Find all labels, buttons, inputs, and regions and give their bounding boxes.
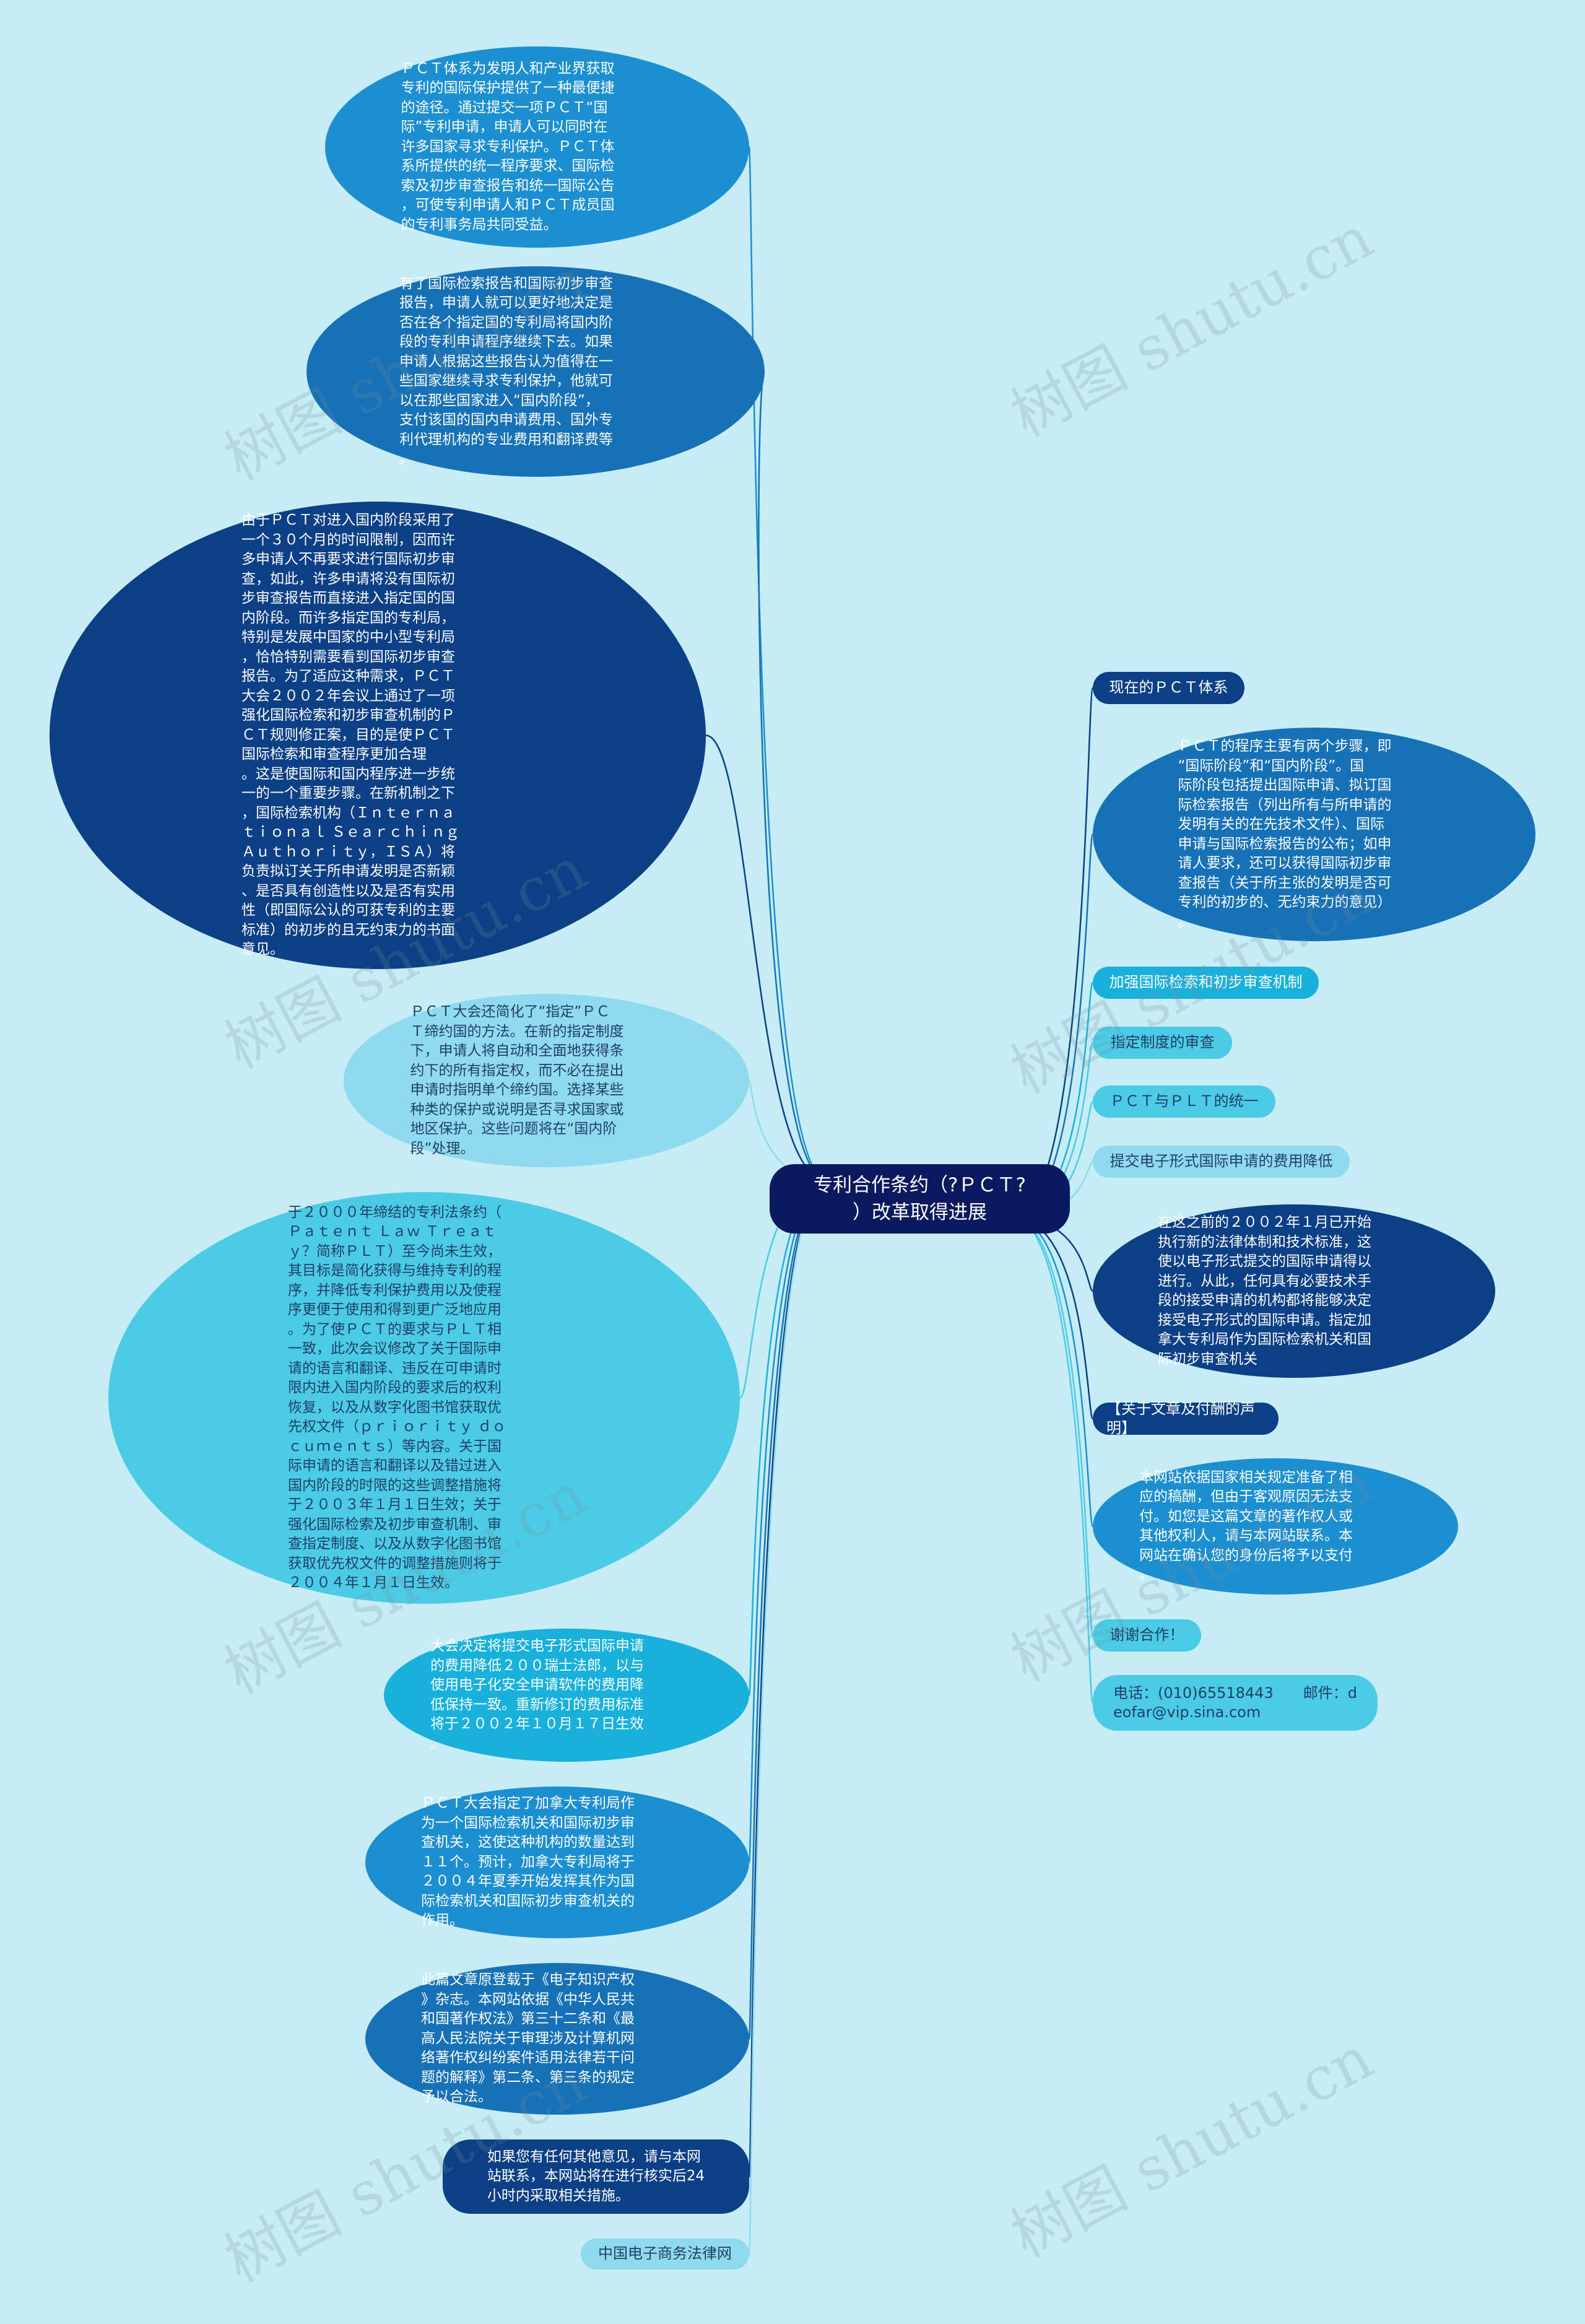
right-node-label: ＰＣＴ的程序主要有两个步骤，即 “国际阶段”和“国内阶段”。国 际阶段包括提出国… xyxy=(1178,738,1392,930)
left-node-label: ＰＣＴ大会还简化了“指定”ＰＣ Ｔ缔约国的方法。在新的指定制度 下，申请人将自动… xyxy=(410,1004,624,1157)
right-node-label: 【关于文章及付酬的声明】 xyxy=(1106,1399,1255,1437)
left-node-label: ＰＣＴ大会指定了加拿大专利局作 为一个国际检索机关和国际初步审 查机关，这使这种… xyxy=(421,1795,635,1929)
connector-line-11 xyxy=(1012,833,1094,1219)
right-node-label: 本网站依据国家相关规定准备了相 应的稿酬，但由于客观原因无法支 付。如您是这篇文… xyxy=(1139,1469,1353,1583)
connector-line-0 xyxy=(748,146,827,1182)
left-node-canada-office[interactable]: ＰＣＴ大会指定了加拿大专利局作 为一个国际检索机关和国际初步审 查机关，这使这种… xyxy=(365,1787,749,1938)
left-node-reports[interactable]: 有了国际检索报告和国际初步审查 报告，申请人就可以更好地决定是 否在各个指定国的… xyxy=(306,266,765,477)
right-node-current-pct[interactable]: 现在的ＰＣＴ体系 xyxy=(1093,672,1244,704)
central-topic-label: 专利合作条约（?ＰＣＴ? ）改革取得进展 xyxy=(814,1174,1026,1224)
left-node-label: 有了国际检索报告和国际初步审查 报告，申请人就可以更好地决定是 否在各个指定国的… xyxy=(399,275,613,468)
right-node-label: 加强国际检索和初步审查机制 xyxy=(1109,973,1303,991)
left-node-source-link[interactable]: 中国电子商务法律网 xyxy=(581,2239,749,2270)
right-node-label: 谢谢合作！ xyxy=(1110,1626,1184,1644)
right-node-thanks[interactable]: 谢谢合作！ xyxy=(1093,1619,1201,1652)
left-node-label: 如果您有任何其他意见，请与本网 站联系，本网站将在进行核实后24 小时内采取相关… xyxy=(487,2148,705,2204)
left-node-label: 由于ＰＣＴ对进入国内阶段采用了 一个３０个月的时间限制，因而许 多申请人不再要求… xyxy=(241,512,460,958)
left-node-label: 大会决定将提交电子形式国际申请 的费用降低２００瑞士法郎，以与 使用电子化安全申… xyxy=(430,1638,644,1752)
connector-line-18 xyxy=(1012,1216,1094,1528)
right-node-remuneration-statement[interactable]: 【关于文章及付酬的声明】 xyxy=(1093,1400,1279,1437)
left-node-fee-reduction[interactable]: 大会决定将提交电子形式国际申请 的费用降低２００瑞士法郎，以与 使用电子化安全申… xyxy=(384,1629,749,1762)
right-node-label: 提交电子形式国际申请的费用降低 xyxy=(1110,1152,1333,1170)
connector-line-20 xyxy=(1012,1216,1094,1704)
left-node-label: 此篇文章原登载于《电子知识产权 》杂志。本网站依据《中华人民共 和国著作权法》第… xyxy=(421,1972,635,2105)
left-node-label: 中国电子商务法律网 xyxy=(598,2245,732,2263)
right-node-designation-review[interactable]: 指定制度的审查 xyxy=(1093,1027,1232,1059)
left-node-contact-note[interactable]: 如果您有任何其他意见，请与本网 站联系，本网站将在进行核实后24 小时内采取相关… xyxy=(443,2139,749,2214)
left-node-label: ＰＣＴ体系为发明人和产业界获取 专利的国际保护提供了一种最便捷 的途径。通过提交… xyxy=(401,60,615,233)
left-node-isa-mechanism[interactable]: 由于ＰＣＴ对进入国内阶段采用了 一个３０个月的时间限制，因而许 多申请人不再要求… xyxy=(50,502,706,969)
right-node-efiling-fee[interactable]: 提交电子形式国际申请的费用降低 xyxy=(1093,1146,1350,1178)
right-node-label: 电话：(010)65518443 邮件：d eofar@vip.sina.com xyxy=(1113,1684,1357,1721)
right-node-pct-steps[interactable]: ＰＣＴ的程序主要有两个步骤，即 “国际阶段”和“国内阶段”。国 际阶段包括提出国… xyxy=(1093,728,1535,941)
right-node-label: 现在的ＰＣＴ体系 xyxy=(1109,679,1228,697)
right-node-pct-plt-unify[interactable]: ＰＣＴ与ＰＬＴ的统一 xyxy=(1093,1086,1275,1118)
left-node-copyright-source[interactable]: 此篇文章原登载于《电子知识产权 》杂志。本网站依据《中华人民共 和国著作权法》第… xyxy=(365,1963,749,2115)
left-node-designation[interactable]: ＰＣＴ大会还简化了“指定”ＰＣ Ｔ缔约国的方法。在新的指定制度 下，申请人将自动… xyxy=(344,994,749,1167)
right-node-strengthen-mechanism[interactable]: 加强国际检索和初步审查机制 xyxy=(1093,967,1319,999)
central-topic[interactable]: 专利合作条约（?ＰＣＴ? ）改革取得进展 xyxy=(770,1164,1070,1234)
right-node-label: 指定制度的审查 xyxy=(1110,1034,1215,1051)
right-node-label: ＰＣＴ与ＰＬＴ的统一 xyxy=(1110,1092,1259,1110)
left-node-pct-overview[interactable]: ＰＣＴ体系为发明人和产业界获取 专利的国际保护提供了一种最便捷 的途径。通过提交… xyxy=(325,46,749,248)
right-node-label: 在这之前的２００２年１月已开始 执行新的法律体制和技术标准，这 使以电子形式提交… xyxy=(1158,1214,1371,1367)
connector-line-9 xyxy=(748,1179,827,2255)
left-node-plt[interactable]: 于２０００年缔结的专利法条约（ Ｐａｔｅｎｔ Ｌａｗ Ｔｒｅａｔ ｙ？简称ＰＬＴ… xyxy=(108,1192,740,1604)
left-node-label: 于２０００年缔结的专利法条约（ Ｐａｔｅｎｔ Ｌａｗ Ｔｒｅａｔ ｙ？简称ＰＬＴ… xyxy=(288,1204,506,1591)
right-node-remuneration-detail[interactable]: 本网站依据国家相关规定准备了相 应的稿酬，但由于客观原因无法支 付。如您是这篇文… xyxy=(1093,1458,1458,1595)
connector-line-10 xyxy=(1012,687,1094,1219)
connector-line-1 xyxy=(758,370,827,1182)
connector-line-8 xyxy=(748,1179,827,2178)
right-node-contact-info[interactable]: 电话：(010)65518443 邮件：d eofar@vip.sina.com xyxy=(1093,1675,1378,1731)
right-node-efiling-standards[interactable]: 在这之前的２００２年１月已开始 执行新的法律体制和技术标准，这 使以电子形式提交… xyxy=(1093,1204,1495,1378)
connector-line-2 xyxy=(705,734,827,1182)
connector-line-19 xyxy=(1012,1216,1094,1637)
